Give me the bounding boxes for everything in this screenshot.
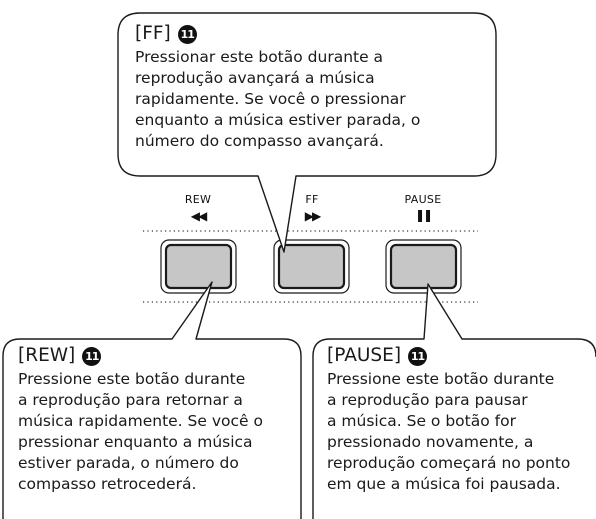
ff-callout-line: reprodução avançará a música (135, 69, 375, 87)
pause-callout-title: [PAUSE] (327, 345, 402, 366)
rewind-icon: ◀◀ (190, 209, 207, 223)
pause-callout-line: a música. Se o botão for (327, 412, 516, 430)
ff-callout-heading: [FF] 11 (135, 22, 420, 46)
rew-callout-line: compasso retrocederá. (18, 475, 197, 493)
pause-button[interactable] (385, 239, 462, 294)
pause-callout-line: a reprodução para pausar (327, 391, 528, 409)
pause-callout-heading: [PAUSE] 11 (327, 344, 570, 368)
number-badge-icon: 11 (177, 24, 197, 44)
pause-label: PAUSE (404, 193, 442, 206)
ff-callout-line: rapidamente. Se você o pressionar (135, 90, 406, 108)
rew-button[interactable] (160, 239, 237, 294)
ff-callout-line: enquanto a música estiver parada, o (135, 111, 421, 129)
pause-callout-line: pressionado novamente, a (327, 433, 534, 451)
rew-callout-line: Pressione este botão durante (18, 370, 246, 388)
pause-callout-line: em que a música foi pausada. (327, 475, 561, 493)
number-badge-icon: 11 (82, 346, 102, 366)
pause-icon: ❚❚ (414, 208, 433, 222)
rew-callout-line: música rapidamente. Se você o (18, 412, 263, 430)
ff-callout-bubble (117, 12, 497, 253)
rew-callout-line: estiver parada, o número do (18, 454, 239, 472)
rew-callout-bubble (2, 281, 302, 519)
rew-callout-title: [REW] (18, 345, 76, 366)
rew-callout: [REW] 11 Pressione este botão durante a … (18, 344, 263, 495)
ff-callout-line: número do compasso avançará. (135, 132, 384, 150)
ff-callout-line: Pressionar este botão durante a (135, 48, 384, 66)
rew-callout-line: pressionar enquanto a música (18, 433, 253, 451)
ff-callout-title: [FF] (135, 23, 171, 44)
pause-callout-bubble (312, 283, 596, 519)
pause-callout: [PAUSE] 11 Pressione este botão durante … (327, 344, 570, 495)
rew-callout-line: a reprodução para retornar a (18, 391, 243, 409)
ff-button[interactable] (273, 239, 350, 294)
number-badge-icon: 11 (408, 346, 428, 366)
rew-callout-heading: [REW] 11 (18, 344, 263, 368)
rew-label: REW (184, 193, 212, 206)
fast-forward-icon: ▶▶ (304, 209, 321, 223)
ff-callout: [FF] 11 Pressionar este botão durante a … (135, 22, 420, 152)
pause-callout-line: reprodução começará no ponto (327, 454, 571, 472)
pause-callout-line: Pressione este botão durante (327, 370, 555, 388)
ff-label: FF (305, 193, 319, 206)
